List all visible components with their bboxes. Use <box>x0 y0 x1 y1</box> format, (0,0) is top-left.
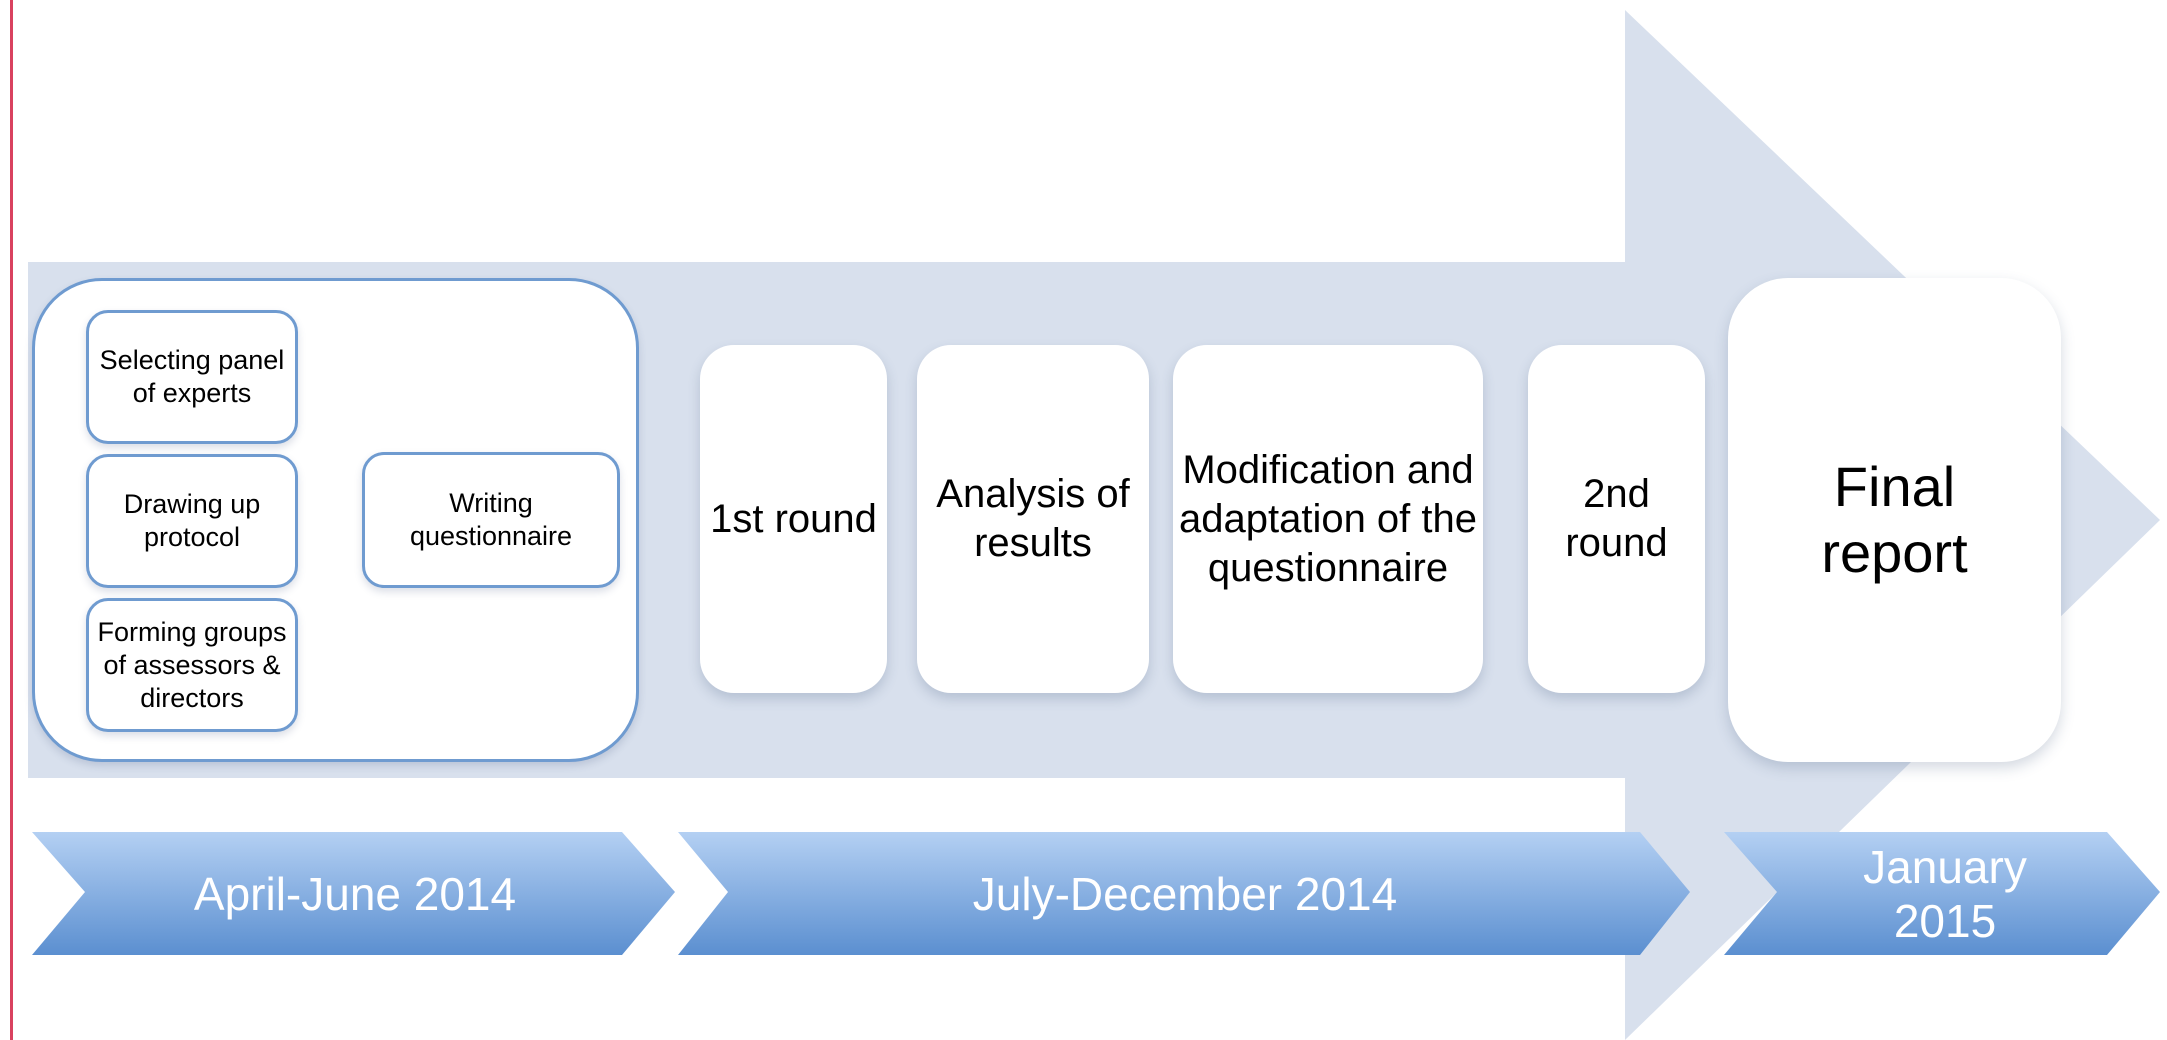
period-label-april-june: April-June 2014 <box>193 867 517 920</box>
period-label-july-december: July-December 2014 <box>972 867 1398 920</box>
period-band-2 <box>678 832 1690 955</box>
final-report-label: Final report <box>1821 455 1968 584</box>
period-label-january: January 2015 <box>1863 840 2027 947</box>
period-band-1 <box>32 832 675 955</box>
stage-modification-adaptation: Modification and adaptation of the quest… <box>1173 345 1483 693</box>
final-report-box: Final report <box>1728 278 2061 762</box>
step-drawing-protocol-label: Drawing up protocol <box>123 489 261 552</box>
step-forming-groups: Forming groups of assessors & directors <box>86 598 298 732</box>
stage-analysis-label: Analysis of results <box>936 472 1130 565</box>
step-writing-questionnaire: Writing questionnaire <box>362 452 620 588</box>
stage-2nd-round: 2nd round <box>1528 345 1705 693</box>
stage-2nd-round-label: 2nd round <box>1565 472 1668 565</box>
step-selecting-panel: Selecting panel of experts <box>86 310 298 444</box>
step-selecting-panel-label: Selecting panel of experts <box>99 345 285 408</box>
stage-1st-round-label: 1st round <box>710 496 877 541</box>
step-forming-groups-label: Forming groups of assessors & directors <box>97 616 287 713</box>
stage-analysis-of-results: Analysis of results <box>917 345 1149 693</box>
step-drawing-protocol: Drawing up protocol <box>86 454 298 588</box>
period-band-3 <box>1724 832 2160 955</box>
stage-1st-round: 1st round <box>700 345 887 693</box>
left-edge-line <box>10 0 13 1040</box>
step-writing-questionnaire-label: Writing questionnaire <box>409 488 573 551</box>
stage-modification-label: Modification and adaptation of the quest… <box>1178 447 1478 590</box>
